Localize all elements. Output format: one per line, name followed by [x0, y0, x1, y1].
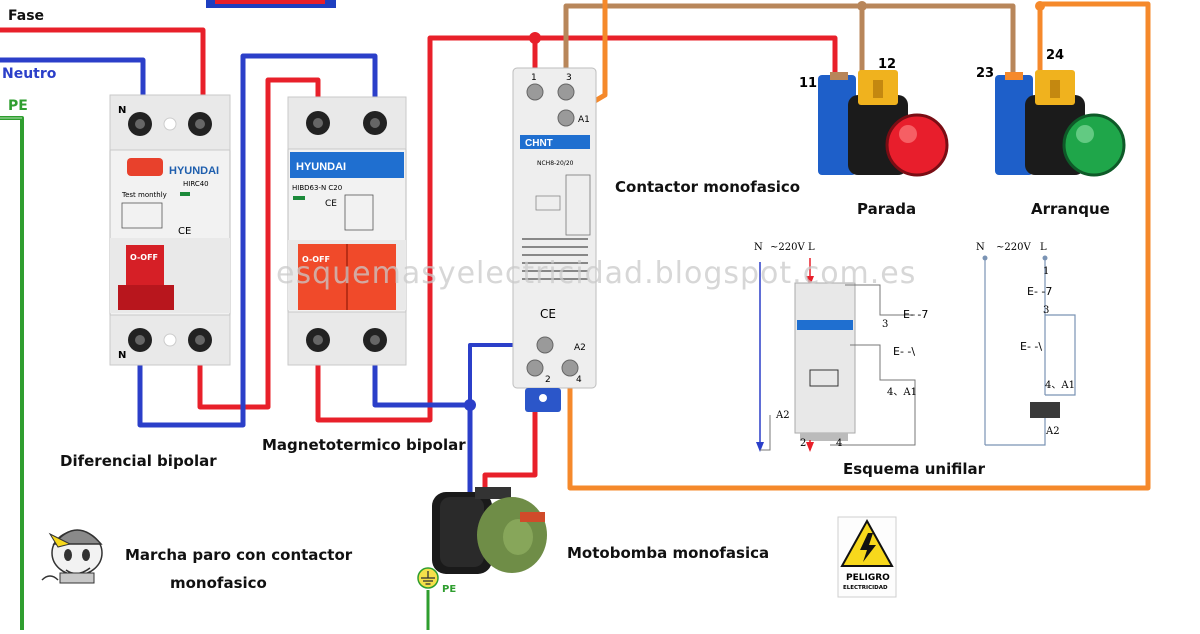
- mcb-ce: CE: [325, 199, 337, 209]
- contactor-brand: CHNT: [525, 138, 553, 149]
- mcb-off-label: O-OFF: [302, 255, 330, 264]
- start-button-device: [995, 70, 1126, 177]
- title-line2: monofasico: [170, 574, 267, 592]
- test-button[interactable]: [127, 158, 163, 176]
- rcd-test-label: Test monthly: [121, 191, 167, 199]
- rcd-brand: HYUNDAI: [169, 165, 219, 177]
- terminal-screw: [557, 83, 575, 101]
- mcb-model: HIBD63-N C20: [292, 184, 342, 192]
- sch-right-n: N: [976, 242, 985, 253]
- watermark: esquemasyelectricidad.blogspot.com.es: [276, 256, 916, 291]
- terminal-screw: [557, 109, 575, 127]
- contactor-t4: 4: [576, 375, 582, 385]
- electrician-mascot-icon: [41, 529, 103, 584]
- warning-line1: PELIGRO: [846, 573, 890, 583]
- sch-left-t3: 3: [882, 319, 888, 330]
- contactor-device: 1 3 A1 CHNT NCH8-20/20 CE A2 2 4: [512, 67, 597, 412]
- contactor-label: Contactor monofasico: [615, 178, 800, 196]
- stop-button-device: [818, 70, 949, 177]
- terminal-screw: [561, 359, 579, 377]
- pe-wire: [0, 116, 24, 630]
- contactor-model: NCH8-20/20: [537, 160, 574, 167]
- magnetotermico-label: Magnetotermico bipolar: [262, 436, 466, 454]
- parada-label: Parada: [857, 200, 916, 218]
- header-chip-inner: [215, 0, 325, 4]
- mcb-brand: HYUNDAI: [296, 161, 346, 173]
- schematic-right: N ~220V L E- -7 E- -\ 1 3 4、A1 A2: [976, 242, 1076, 446]
- fase-wire-main: [0, 27, 206, 100]
- warning-sign: PELIGRO ELECTRICIDAD: [837, 516, 897, 598]
- sch-left-l: L: [808, 242, 815, 253]
- control-wire-orange-loop: [567, 1, 1151, 491]
- svg-text:E- -7: E- -7: [1027, 285, 1052, 298]
- control-wire-brown: [563, 3, 1016, 82]
- arranque-label: Arranque: [1031, 200, 1110, 218]
- junction-dot: [1035, 1, 1045, 11]
- start-button[interactable]: [1062, 113, 1126, 177]
- neutro-wire-mcb-out: [372, 360, 473, 500]
- junction-dot: [464, 399, 476, 411]
- neutro-label: Neutro: [2, 66, 57, 82]
- sch-left-n: N: [754, 242, 763, 253]
- terminal-screw: [536, 336, 554, 354]
- svg-text:E- -\: E- -\: [893, 345, 915, 358]
- contactor-t2: 2: [545, 375, 551, 385]
- rcd-n-top: N: [118, 105, 126, 116]
- title-line1: Marcha paro con contactor: [125, 546, 353, 564]
- junction-dot: [529, 32, 541, 44]
- contactor-t3: 3: [566, 73, 572, 83]
- sch-left-v: ~220V: [770, 242, 805, 253]
- motobomba-label: Motobomba monofasica: [567, 544, 769, 562]
- schematic-left: N ~220V L E- -7 E- -\ 3 4、A1 A2 2 4: [754, 242, 928, 452]
- svg-text:E- -\: E- -\: [1020, 340, 1042, 353]
- esquema-unifilar-label: Esquema unifilar: [843, 460, 986, 478]
- fase-label: Fase: [8, 8, 44, 24]
- ground-pe-label: PE: [442, 584, 456, 595]
- warning-line2: ELECTRICIDAD: [843, 585, 888, 591]
- ground-icon: [417, 567, 439, 589]
- sch-right-a2: A2: [1045, 426, 1060, 437]
- neutro-wire-rcd-mcb: [137, 53, 378, 428]
- mcb-device: HYUNDAI HIBD63-N C20 CE O-OFF: [287, 96, 407, 366]
- fase-wire-mcb-out: [315, 35, 838, 423]
- fase-wire-rcd-mcb: [197, 77, 321, 410]
- contactor-a2: A2: [574, 343, 586, 353]
- rcd-ce: CE: [178, 226, 191, 237]
- sch-left-a2: A2: [775, 410, 790, 421]
- contactor-a1: A1: [578, 115, 590, 125]
- rcd-off-label: O-OFF: [130, 253, 158, 262]
- sch-left-t2: 2: [800, 438, 806, 449]
- motor-pump: [432, 487, 547, 574]
- sch-left-t4: 4: [836, 438, 842, 449]
- sch-right-t3: 3: [1043, 305, 1049, 316]
- sch-right-t1: 1: [1043, 266, 1049, 277]
- sch-right-v: ~220V: [996, 242, 1031, 253]
- junction-dot: [857, 1, 867, 11]
- diferencial-label: Diferencial bipolar: [60, 452, 217, 470]
- contact-11: 11: [799, 76, 817, 91]
- svg-text:E- -7: E- -7: [903, 308, 928, 321]
- contact-12: 12: [878, 57, 896, 72]
- sch-right-l: L: [1040, 242, 1047, 253]
- terminal-screw: [526, 83, 544, 101]
- contact-24: 24: [1046, 48, 1064, 63]
- rcd-model: HIRC40: [183, 180, 209, 188]
- sch-left-t4a1: 4、A1: [887, 387, 917, 398]
- contactor-t1: 1: [531, 73, 537, 83]
- rcd-device: N HYUNDAI HIRC40 Test monthly CE O-OFF N: [109, 94, 231, 366]
- contactor-ce: CE: [540, 307, 556, 321]
- pe-label: PE: [8, 98, 28, 114]
- contact-23: 23: [976, 66, 994, 81]
- wires: [0, 0, 1151, 630]
- terminal-screw: [526, 359, 544, 377]
- stop-button[interactable]: [885, 113, 949, 177]
- rcd-n-bottom: N: [118, 350, 126, 361]
- sch-right-t4a1: 4、A1: [1045, 380, 1075, 391]
- neutro-wire-main: [0, 57, 146, 100]
